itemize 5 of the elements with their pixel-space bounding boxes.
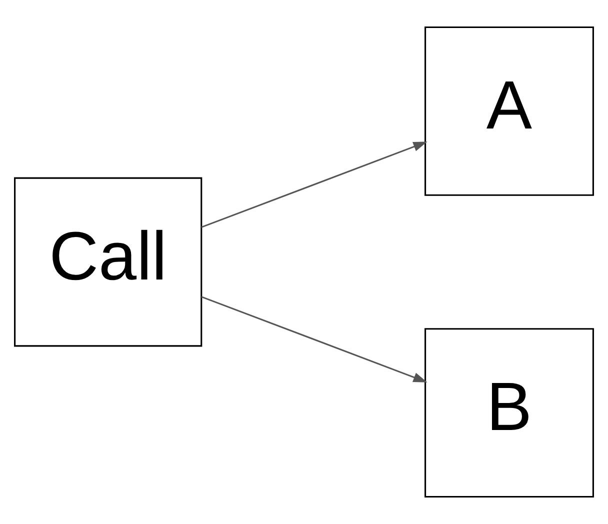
- arrow: [201, 296, 428, 382]
- node-box: B: [424, 328, 594, 498]
- node-box: Call: [14, 177, 202, 347]
- arrow: [201, 142, 428, 228]
- node-box: A: [424, 26, 594, 196]
